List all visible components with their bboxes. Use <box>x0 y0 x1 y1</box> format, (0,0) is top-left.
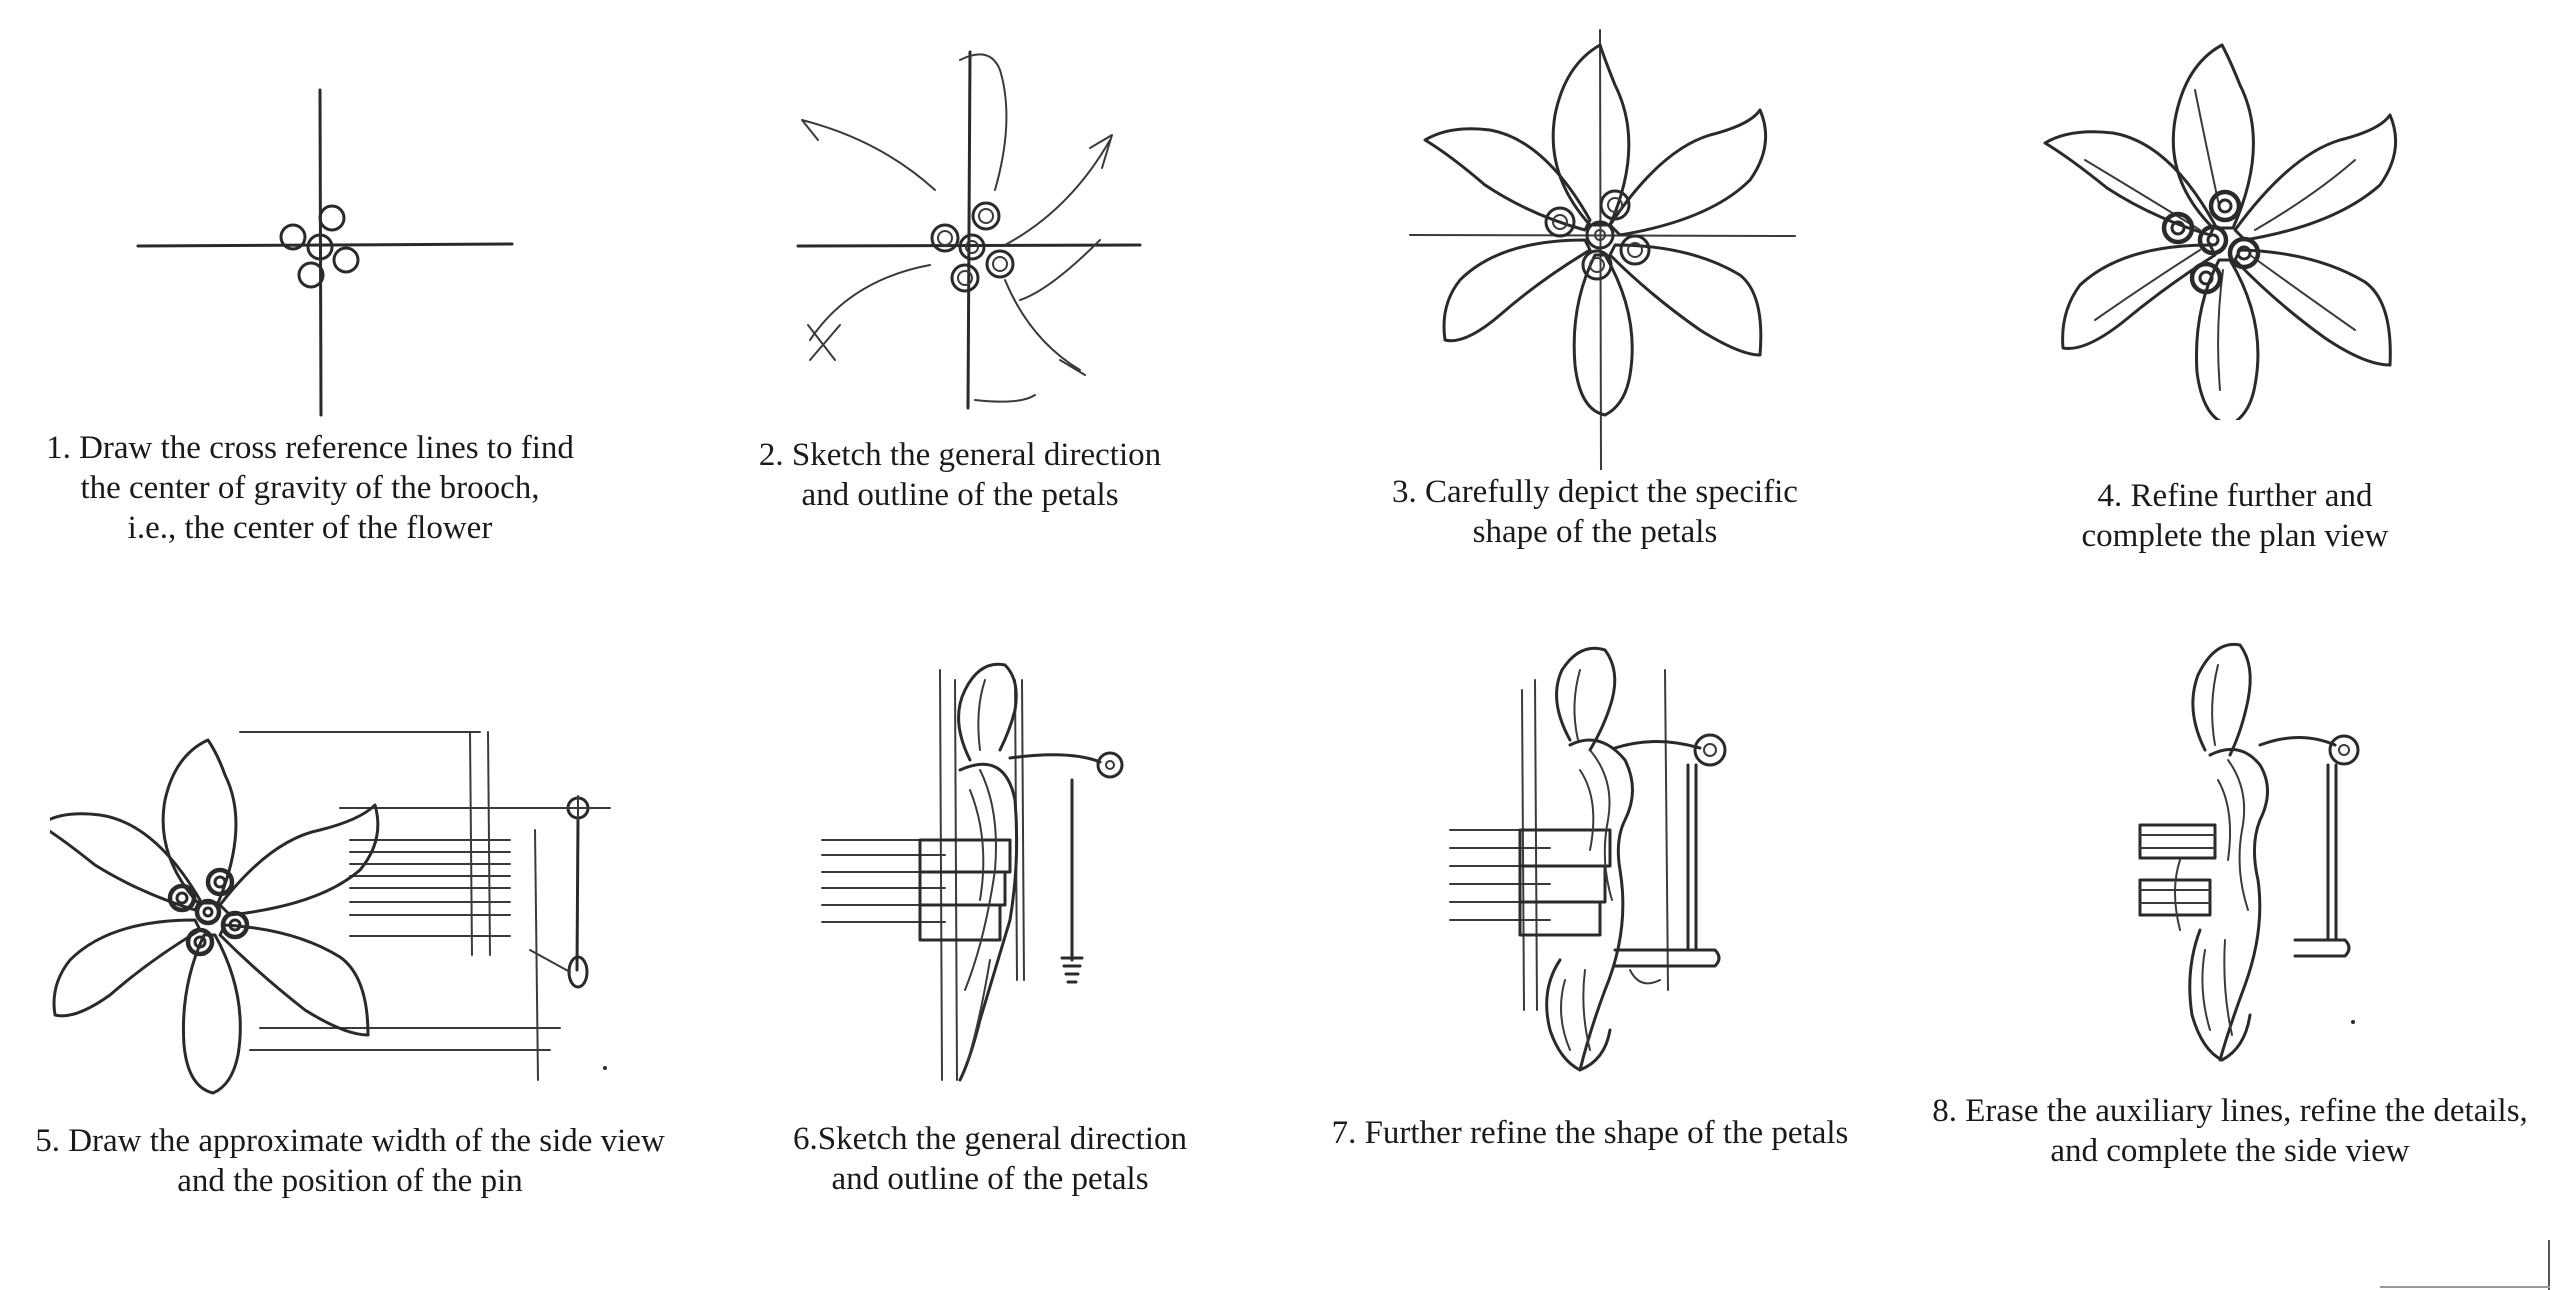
side-front-petal <box>2208 747 2269 1062</box>
center-ring <box>958 233 986 261</box>
center-circle-left <box>279 223 307 251</box>
side-front-petal <box>1568 738 1634 1072</box>
side-petal-block <box>1518 900 1602 937</box>
pin-hinge <box>2328 734 2360 766</box>
petal-stroke-right <box>1019 239 1101 301</box>
side-top-petal <box>957 662 1018 762</box>
pin-arm <box>1008 753 1102 764</box>
side-view-width-line <box>534 829 539 1081</box>
horizontal-reference-line <box>136 242 514 248</box>
step-4-caption: 4. Refine further and complete the plan … <box>2081 478 2389 554</box>
center-circle-right <box>332 246 360 274</box>
side-petal-block <box>1518 864 1607 904</box>
side-lower-petal <box>1545 958 1612 1072</box>
flower-petals <box>1423 43 1768 417</box>
step-5-illustration <box>50 731 611 1095</box>
scan-edge-horizontal <box>2380 1286 2550 1288</box>
petal <box>2043 130 2217 237</box>
side-petal-block <box>918 870 1007 907</box>
center-ring <box>950 263 980 293</box>
pin-line <box>575 816 580 972</box>
petal-stroke-bottom <box>974 394 1036 403</box>
step-6-caption: 6.Sketch the general direction and outli… <box>792 1121 1188 1197</box>
vertical-reference-line <box>318 88 323 417</box>
step-2-caption: 2. Sketch the general direction and outl… <box>758 437 1162 513</box>
petal-stroke-top <box>959 53 1008 191</box>
petal-stroke-lower-right <box>1004 279 1086 376</box>
step-1-illustration <box>136 88 514 417</box>
petal <box>2171 43 2255 230</box>
step-3-illustration <box>1409 29 1796 470</box>
pin-hinge <box>1096 751 1124 779</box>
center-circle-top <box>318 204 346 232</box>
center-circle-middle <box>306 233 334 261</box>
center-ring <box>930 223 960 253</box>
side-view-width-line <box>487 731 491 956</box>
horizontal-reference-line <box>1409 234 1796 237</box>
side-petal-block <box>918 838 1012 874</box>
side-petal-block <box>1518 828 1612 868</box>
petal <box>1423 127 1592 232</box>
center-circle-bottom <box>297 261 325 289</box>
petal <box>2061 243 2217 350</box>
petal-stroke-upper-left <box>801 119 936 191</box>
petal-stroke-upper-right <box>1004 134 1113 246</box>
petal <box>2233 248 2392 367</box>
center-ring <box>971 201 1001 231</box>
scan-edge-vertical <box>2548 1240 2550 1290</box>
vertical-reference-line <box>966 50 972 410</box>
side-lower-petal <box>2188 928 2252 1062</box>
step-8-caption: 8. Erase the auxiliary lines, refine the… <box>1932 1093 2528 1169</box>
pin-arm <box>1613 740 1702 750</box>
side-front-petal <box>958 762 1019 1082</box>
step-2-illustration <box>796 50 1142 410</box>
step-7-caption: 7. Further refine the shape of the petal… <box>1331 1115 1849 1151</box>
pin-catch <box>1060 956 1084 984</box>
pin-catch <box>1613 948 1721 968</box>
step-4-illustration <box>2043 43 2398 420</box>
side-view-width-line <box>469 731 473 956</box>
petal <box>1442 238 1592 343</box>
step-7-illustration <box>1449 646 1727 1072</box>
petal <box>1608 243 1763 357</box>
flower-center <box>1585 220 1615 250</box>
petal <box>2233 113 2398 242</box>
step-8-illustration <box>2138 642 2360 1062</box>
petal <box>1572 253 1634 417</box>
step-6-illustration <box>821 662 1124 1082</box>
side-top-petal <box>2191 642 2252 757</box>
side-top-petal <box>1555 646 1617 752</box>
flower-petals <box>50 738 380 1095</box>
side-petal-block <box>918 903 1002 942</box>
step-3-caption: 3. Carefully depict the specific shape o… <box>1392 474 1798 550</box>
step-5-caption: 5. Draw the approximate width of the sid… <box>35 1123 665 1199</box>
flower-petals <box>2043 43 2398 420</box>
step-1-caption: 1. Draw the cross reference lines to fin… <box>46 430 574 546</box>
side-petal-block <box>2138 823 2217 860</box>
pin-hinge <box>1693 733 1727 767</box>
petal <box>1551 43 1631 227</box>
center-ring <box>985 249 1015 279</box>
petal-stroke-lower-left <box>807 264 931 361</box>
petal <box>1608 108 1768 237</box>
flower-center <box>2197 224 2229 256</box>
petal <box>2195 258 2260 420</box>
pin-catch <box>2293 938 2351 958</box>
pin-arm <box>2258 736 2337 747</box>
